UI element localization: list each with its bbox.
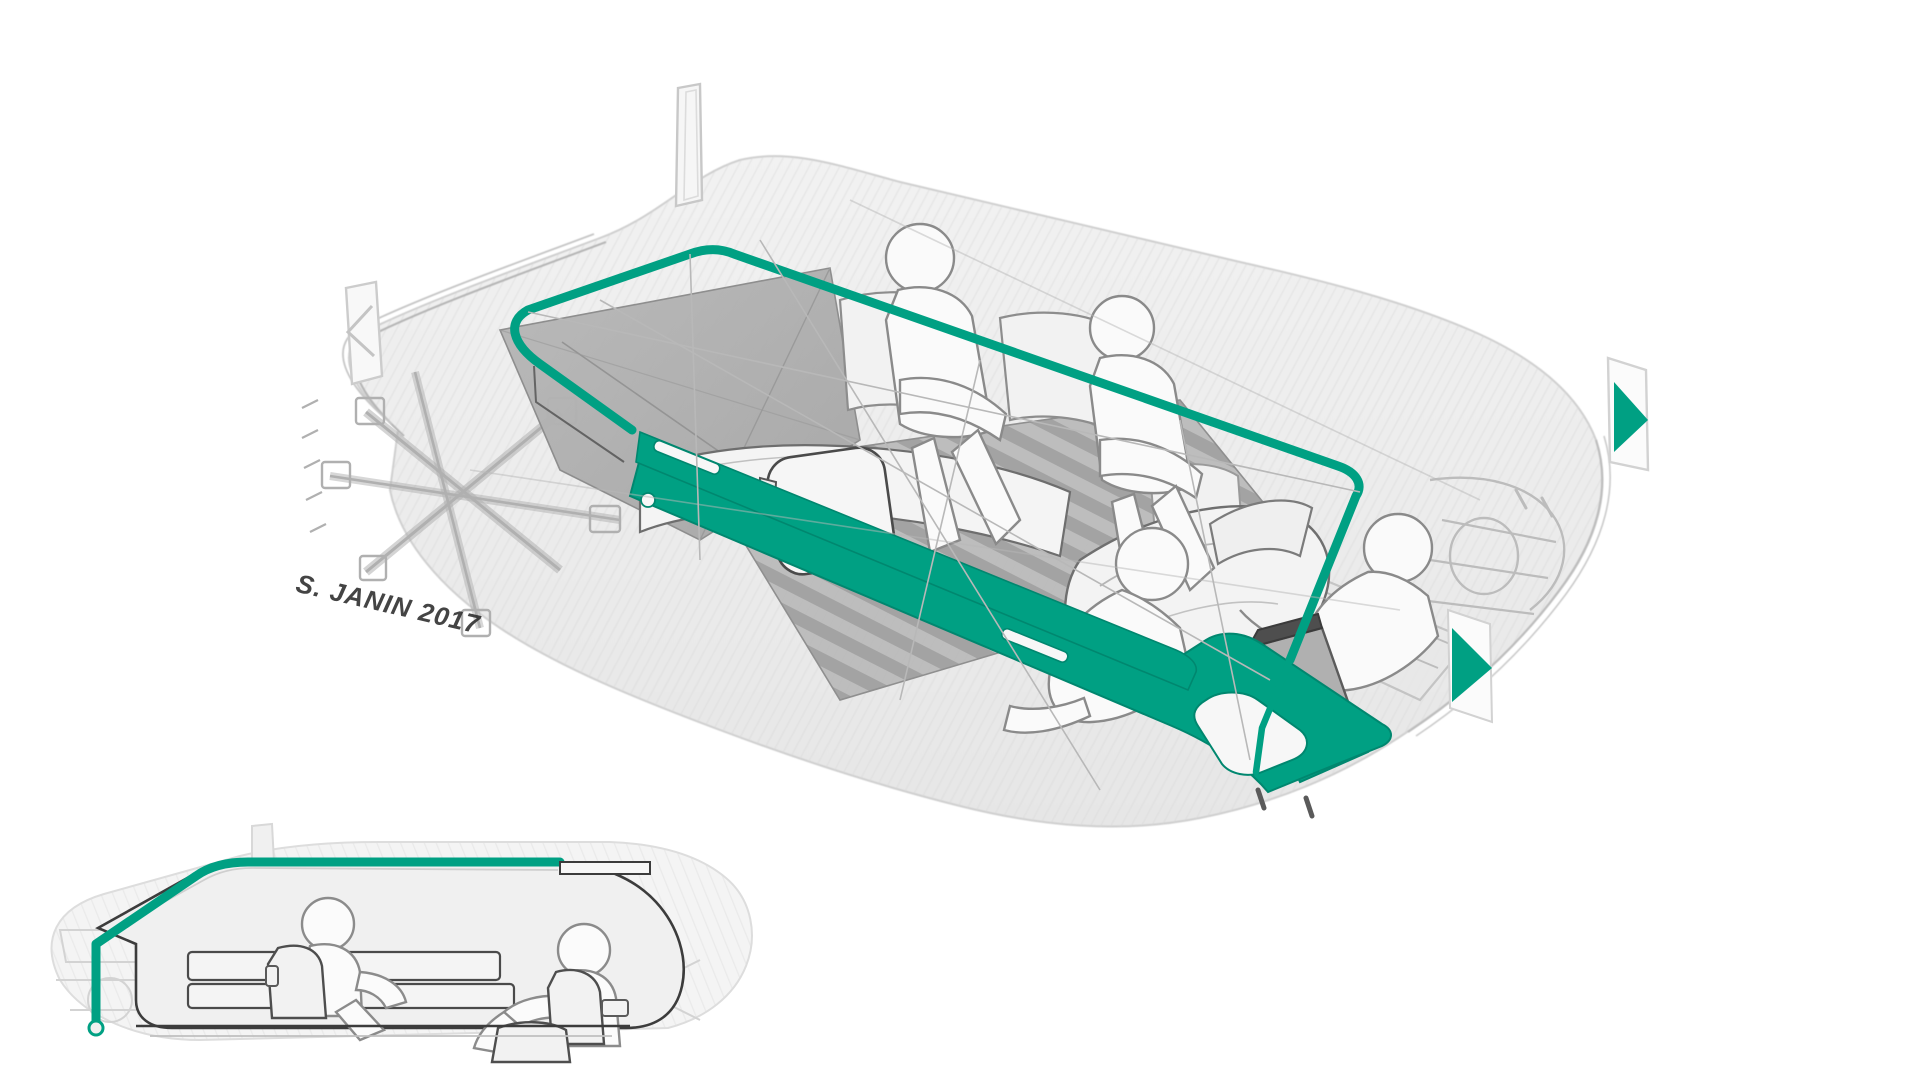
teal-c-pillar [1252,656,1294,776]
teal-roof-rail [510,245,1364,665]
marker-fin-right-upper [1606,356,1650,472]
right-triangle-icon [1452,628,1492,702]
occupant-rear-left [884,222,1022,554]
elevation-footrest [490,1021,572,1064]
construction-lines [469,199,1481,791]
right-triangle-icon [1614,382,1648,452]
teal-cabin-rail [510,245,1392,794]
left-chevron-icon [345,304,376,358]
elevation-teal-rail [91,857,565,1033]
marker-fin-right-lower [1446,608,1494,724]
front-chassis-xframe [301,371,622,638]
marker-fin-top [674,82,704,208]
elevation-seatback [266,944,328,1020]
occupant-driver [1239,512,1440,692]
marker-fin-left [344,280,384,386]
sill-slot [653,439,721,475]
side-elevation-view [50,822,753,1064]
teal-upper-sill [635,430,1198,692]
